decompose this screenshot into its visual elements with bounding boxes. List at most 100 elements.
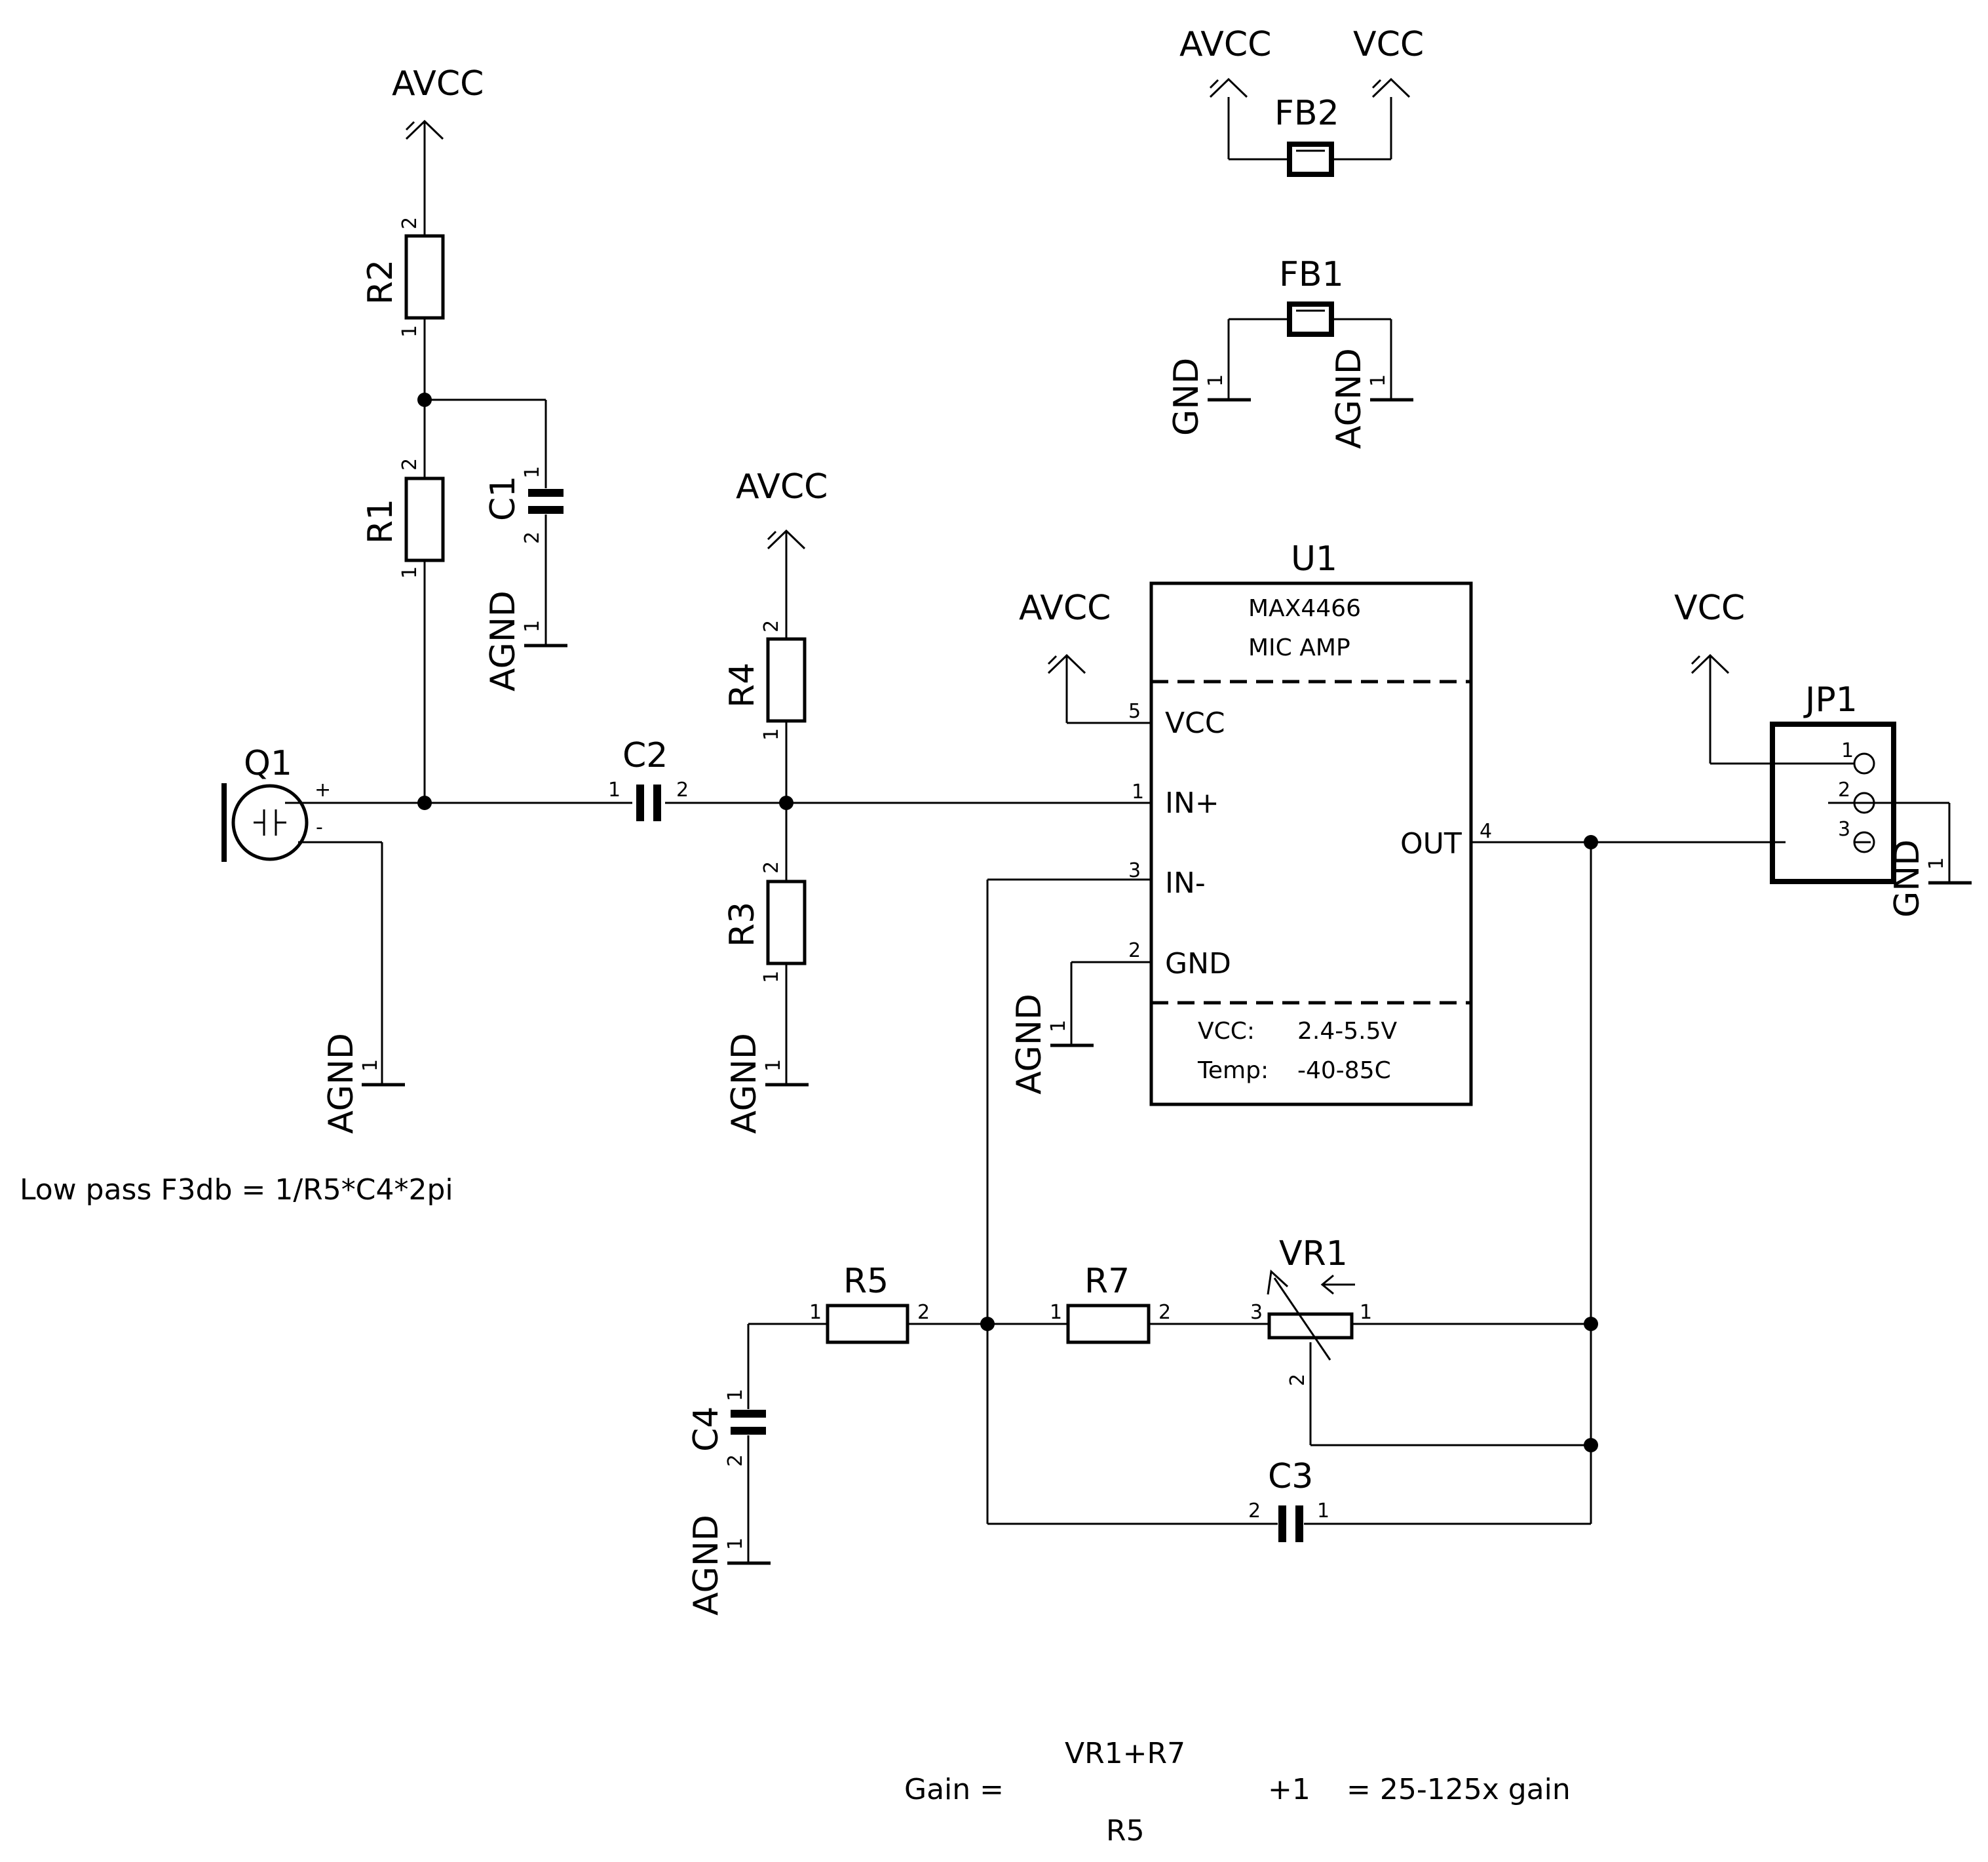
fb1-ref: FB1 bbox=[1279, 255, 1344, 294]
agnd-label: AGND bbox=[484, 591, 523, 691]
svg-text:2: 2 bbox=[521, 532, 544, 544]
junctions bbox=[417, 393, 1598, 1452]
svg-text:2: 2 bbox=[398, 458, 421, 471]
r2-ref: R2 bbox=[361, 260, 400, 305]
svg-text:1: 1 bbox=[724, 1389, 747, 1401]
fb2-ref: FB2 bbox=[1274, 94, 1339, 133]
c2-ref: C2 bbox=[622, 736, 668, 775]
resistor-r1: 2 1 R1 bbox=[361, 458, 445, 579]
gain-label: Gain = bbox=[904, 1773, 1004, 1806]
u1-spec-temp-value: -40-85C bbox=[1297, 1057, 1391, 1084]
svg-text:1: 1 bbox=[1360, 1301, 1372, 1324]
svg-text:1: 1 bbox=[760, 728, 783, 741]
u1-spec-vcc-label: VCC: bbox=[1198, 1018, 1255, 1045]
gnd-label: GND bbox=[1167, 358, 1206, 436]
svg-text:3: 3 bbox=[1250, 1301, 1263, 1324]
lowpass-note: Low pass F3db = 1/R5*C4*2pi bbox=[20, 1173, 453, 1207]
u1-pin-inm: IN- bbox=[1165, 866, 1206, 900]
svg-text:1: 1 bbox=[809, 1301, 822, 1324]
jp1-ref: JP1 bbox=[1803, 680, 1858, 720]
u1-spec-temp-label: Temp: bbox=[1197, 1057, 1269, 1084]
capacitor-c2: 1 2 C2 bbox=[608, 736, 689, 821]
svg-text:1: 1 bbox=[608, 779, 621, 802]
q1-ref: Q1 bbox=[244, 744, 292, 783]
svg-text:5: 5 bbox=[1128, 700, 1141, 723]
svg-text:1: 1 bbox=[521, 620, 544, 632]
avcc-label: AVCC bbox=[392, 64, 484, 104]
svg-text:1: 1 bbox=[398, 325, 421, 338]
vr1-ref: VR1 bbox=[1279, 1234, 1348, 1273]
svg-text:1: 1 bbox=[762, 1059, 785, 1072]
svg-text:1: 1 bbox=[359, 1059, 382, 1072]
agnd-symbol-fb1: 1 AGND bbox=[1329, 348, 1413, 449]
r5-ref: R5 bbox=[843, 1262, 889, 1301]
agnd-symbol-q1: 1 AGND bbox=[322, 1033, 405, 1134]
svg-text:1: 1 bbox=[1047, 1020, 1070, 1032]
gnd-symbol-fb1: 1 GND bbox=[1167, 358, 1251, 436]
resistor-r2: 2 1 R2 bbox=[361, 217, 445, 338]
agnd-label: AGND bbox=[1329, 348, 1369, 449]
avcc-symbol-r4: AVCC bbox=[736, 467, 828, 550]
potentiometer-vr1: 3 1 2 VR1 bbox=[1250, 1234, 1372, 1386]
svg-text:2: 2 bbox=[760, 620, 783, 632]
agnd-symbol-c1: 1 AGND bbox=[484, 591, 567, 691]
capacitor-c4: 1 2 C4 bbox=[687, 1389, 766, 1467]
svg-text:2: 2 bbox=[917, 1301, 930, 1324]
agnd-symbol-c4: 1 AGND bbox=[687, 1515, 771, 1616]
u1-desc: MIC AMP bbox=[1248, 634, 1350, 661]
c4-ref: C4 bbox=[687, 1406, 726, 1452]
u1-ref: U1 bbox=[1291, 539, 1337, 579]
vcc-label: VCC bbox=[1353, 25, 1424, 64]
resistor-r5: 1 2 R5 bbox=[809, 1262, 930, 1344]
u1-pin-gnd: GND bbox=[1165, 947, 1231, 980]
notes: Low pass F3db = 1/R5*C4*2pi Gain = VR1+R… bbox=[20, 1173, 1571, 1848]
resistor-r7: 1 2 R7 bbox=[1050, 1262, 1171, 1344]
svg-text:1: 1 bbox=[1367, 374, 1390, 387]
svg-text:2: 2 bbox=[1128, 939, 1141, 962]
svg-text:2: 2 bbox=[1248, 1500, 1261, 1523]
connector-jp1: 1 2 3 JP1 bbox=[1770, 680, 1896, 884]
svg-text:1: 1 bbox=[1925, 857, 1948, 870]
resistor-r3: 2 1 R3 bbox=[723, 861, 807, 983]
avcc-symbol-top: AVCC bbox=[392, 64, 484, 140]
svg-text:4: 4 bbox=[1480, 820, 1492, 843]
gain-result: = 25-125x gain bbox=[1347, 1773, 1571, 1806]
svg-text:3: 3 bbox=[1128, 859, 1141, 882]
agnd-label: AGND bbox=[1010, 994, 1049, 1095]
u1-pin-vcc: VCC bbox=[1165, 707, 1225, 740]
svg-text:2: 2 bbox=[724, 1454, 747, 1467]
microphone-q1: + - Q1 bbox=[221, 744, 331, 862]
svg-text:1: 1 bbox=[1050, 1301, 1062, 1324]
capacitor-c3: 2 1 C3 bbox=[1248, 1457, 1329, 1542]
svg-text:2: 2 bbox=[398, 217, 421, 229]
svg-text:1: 1 bbox=[1204, 374, 1227, 387]
gain-plus-one: +1 bbox=[1268, 1773, 1310, 1806]
vcc-label: VCC bbox=[1674, 589, 1745, 628]
agnd-label: AGND bbox=[687, 1515, 726, 1616]
avcc-label: AVCC bbox=[1019, 589, 1111, 628]
svg-text:1: 1 bbox=[760, 971, 783, 983]
svg-text:2: 2 bbox=[676, 779, 689, 802]
capacitor-c1: 1 2 C1 bbox=[484, 466, 564, 544]
svg-text:1: 1 bbox=[724, 1538, 747, 1550]
ic-u1: U1 MAX4466 MIC AMP VCC IN+ IN- GND OUT 5… bbox=[1128, 539, 1492, 1106]
gain-denominator: R5 bbox=[1106, 1814, 1145, 1848]
r7-ref: R7 bbox=[1084, 1262, 1130, 1301]
svg-text:+: + bbox=[315, 779, 331, 802]
c1-ref: C1 bbox=[484, 476, 523, 521]
u1-spec-vcc-value: 2.4-5.5V bbox=[1297, 1018, 1397, 1045]
svg-text:1: 1 bbox=[521, 466, 544, 478]
agnd-label: AGND bbox=[322, 1033, 361, 1134]
c3-ref: C3 bbox=[1268, 1457, 1313, 1496]
r1-ref: R1 bbox=[361, 499, 400, 544]
svg-text:2: 2 bbox=[1838, 779, 1850, 802]
avcc-label: AVCC bbox=[736, 467, 828, 507]
ferrite-bead-fb2: FB2 bbox=[1274, 94, 1339, 177]
svg-text:1: 1 bbox=[1841, 739, 1854, 762]
agnd-symbol-r3: 1 AGND bbox=[725, 1033, 809, 1134]
avcc-symbol-fb2: AVCC bbox=[1179, 25, 1271, 98]
agnd-symbol-u1: 1 AGND bbox=[1010, 994, 1094, 1095]
svg-text:2: 2 bbox=[1158, 1301, 1171, 1324]
u1-pin-inp: IN+ bbox=[1165, 786, 1219, 820]
svg-text:-: - bbox=[316, 816, 323, 839]
